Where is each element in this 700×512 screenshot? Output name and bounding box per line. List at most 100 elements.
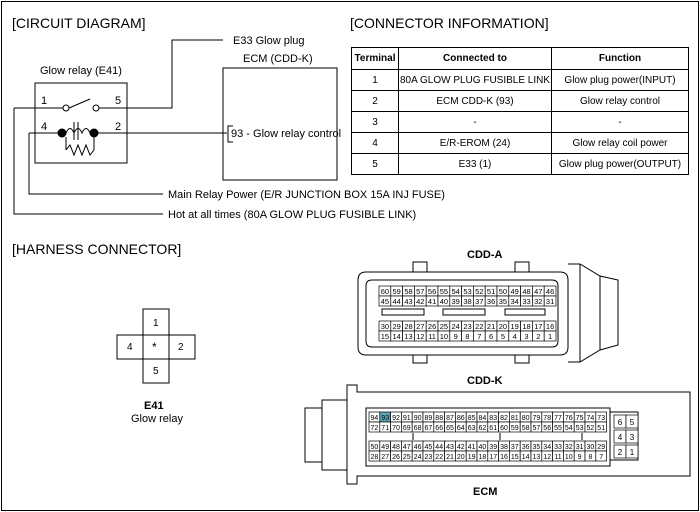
pin-label: 80 bbox=[522, 415, 530, 422]
cell-terminal: 5 bbox=[351, 153, 399, 175]
cell-function: - bbox=[551, 111, 689, 133]
cell-function: Glow plug power(OUTPUT) bbox=[551, 153, 689, 175]
pin-label: 59 bbox=[393, 287, 401, 296]
relay-pin-1: 1 bbox=[41, 95, 47, 107]
header-function: Function bbox=[551, 47, 689, 70]
pin-label: 67 bbox=[425, 425, 433, 432]
e41-pin-5: 5 bbox=[153, 366, 159, 377]
pin-label: 37 bbox=[475, 297, 483, 306]
pin-label: 38 bbox=[500, 444, 508, 451]
relay-pin-4: 4 bbox=[41, 121, 47, 133]
pin-label: 49 bbox=[511, 287, 519, 296]
pin-cell bbox=[595, 421, 607, 433]
pin-label: 53 bbox=[463, 287, 471, 296]
header-terminal: Terminal bbox=[351, 47, 399, 70]
pin-label: 50 bbox=[499, 287, 507, 296]
cell-connected-to: ECM CDD-K (93) bbox=[398, 90, 552, 112]
pin-label: 73 bbox=[597, 415, 605, 422]
pin-label: 28 bbox=[371, 454, 379, 461]
e41-pin-2: 2 bbox=[178, 342, 184, 353]
pin-label: 47 bbox=[403, 444, 411, 451]
pin-label: 56 bbox=[543, 425, 551, 432]
pin-label: 11 bbox=[428, 332, 436, 341]
cell-function: Glow relay control bbox=[551, 90, 689, 112]
pin-label: 17 bbox=[534, 322, 542, 331]
pin-label: 53 bbox=[576, 425, 584, 432]
pin-label: 39 bbox=[452, 297, 460, 306]
side-pin-cell bbox=[625, 414, 639, 429]
pin-label: 32 bbox=[565, 444, 573, 451]
cell-connected-to: 80A GLOW PLUG FUSIBLE LINK bbox=[398, 69, 552, 91]
pin-label: 90 bbox=[414, 415, 422, 422]
side-pin-label: 5 bbox=[630, 418, 635, 427]
pin-label: 14 bbox=[393, 332, 401, 341]
pin-label: 43 bbox=[404, 297, 412, 306]
pin-label: 85 bbox=[468, 415, 476, 422]
pin-label: 93 bbox=[381, 415, 389, 422]
e41-pin-1: 1 bbox=[153, 318, 159, 329]
pin-label: 38 bbox=[463, 297, 471, 306]
cell-function: Glow relay coil power bbox=[551, 132, 689, 154]
pin-label: 9 bbox=[578, 454, 582, 461]
pin-label: 74 bbox=[587, 415, 595, 422]
pin-label: 21 bbox=[446, 454, 454, 461]
pin-label: 78 bbox=[543, 415, 551, 422]
pin-label: 13 bbox=[404, 332, 412, 341]
pin-label: 84 bbox=[479, 415, 487, 422]
pin-label: 20 bbox=[457, 454, 465, 461]
pin-label: 10 bbox=[440, 332, 448, 341]
table-row: 5 E33 (1) Glow plug power(OUTPUT) bbox=[351, 153, 689, 175]
hot-at-all-times-label: Hot at all times (80A GLOW PLUG FUSIBLE … bbox=[168, 209, 416, 221]
pin-label: 91 bbox=[403, 415, 411, 422]
pin-label: 29 bbox=[597, 444, 605, 451]
pin-label: 13 bbox=[533, 454, 541, 461]
pin-label: 36 bbox=[487, 297, 495, 306]
pin-label: 41 bbox=[428, 297, 436, 306]
pin-label: 28 bbox=[404, 322, 412, 331]
pin-label: 82 bbox=[500, 415, 508, 422]
pin-label: 8 bbox=[465, 332, 469, 341]
pin-label: 44 bbox=[393, 297, 401, 306]
cell-terminal: 1 bbox=[351, 69, 399, 91]
pin-label: 35 bbox=[533, 444, 541, 451]
pin-cell bbox=[543, 330, 557, 342]
pin-label: 47 bbox=[534, 287, 542, 296]
pin-label: 60 bbox=[500, 425, 508, 432]
pin-label: 23 bbox=[425, 454, 433, 461]
pin-label: 58 bbox=[404, 287, 412, 296]
ecm-box bbox=[222, 67, 338, 181]
pin-label: 48 bbox=[522, 287, 530, 296]
pin-label: 6 bbox=[489, 332, 493, 341]
pin-label: 10 bbox=[565, 454, 573, 461]
pin-label: 34 bbox=[543, 444, 551, 451]
pin-label: 55 bbox=[440, 287, 448, 296]
pin-label: 92 bbox=[392, 415, 400, 422]
pin-label: 1 bbox=[548, 332, 552, 341]
side-pin-label: 1 bbox=[630, 448, 635, 457]
pin-label: 59 bbox=[511, 425, 519, 432]
pin-label: 18 bbox=[522, 322, 530, 331]
pin-label: 40 bbox=[440, 297, 448, 306]
pin-label: 26 bbox=[428, 322, 436, 331]
table-header-row: Terminal Connected to Function bbox=[351, 47, 689, 70]
pin-label: 4 bbox=[513, 332, 517, 341]
cell-connected-to: E/R-EROM (24) bbox=[398, 132, 552, 154]
side-pin-label: 2 bbox=[618, 448, 623, 457]
pin-label: 5 bbox=[501, 332, 505, 341]
pin-label: 30 bbox=[587, 444, 595, 451]
cddk-title: CDD-K bbox=[467, 375, 502, 387]
pin-label: 75 bbox=[576, 415, 584, 422]
pin-label: 16 bbox=[546, 322, 554, 331]
pin-label: 42 bbox=[457, 444, 465, 451]
pin-cell bbox=[543, 295, 557, 307]
glow-relay-label: Glow relay (E41) bbox=[40, 65, 122, 77]
side-pin-label: 4 bbox=[618, 433, 623, 442]
pin-label: 23 bbox=[463, 322, 471, 331]
pin-label: 42 bbox=[416, 297, 424, 306]
e41-connector bbox=[116, 308, 196, 384]
pin-label: 18 bbox=[479, 454, 487, 461]
pin-label: 16 bbox=[500, 454, 508, 461]
pin-label: 24 bbox=[414, 454, 422, 461]
